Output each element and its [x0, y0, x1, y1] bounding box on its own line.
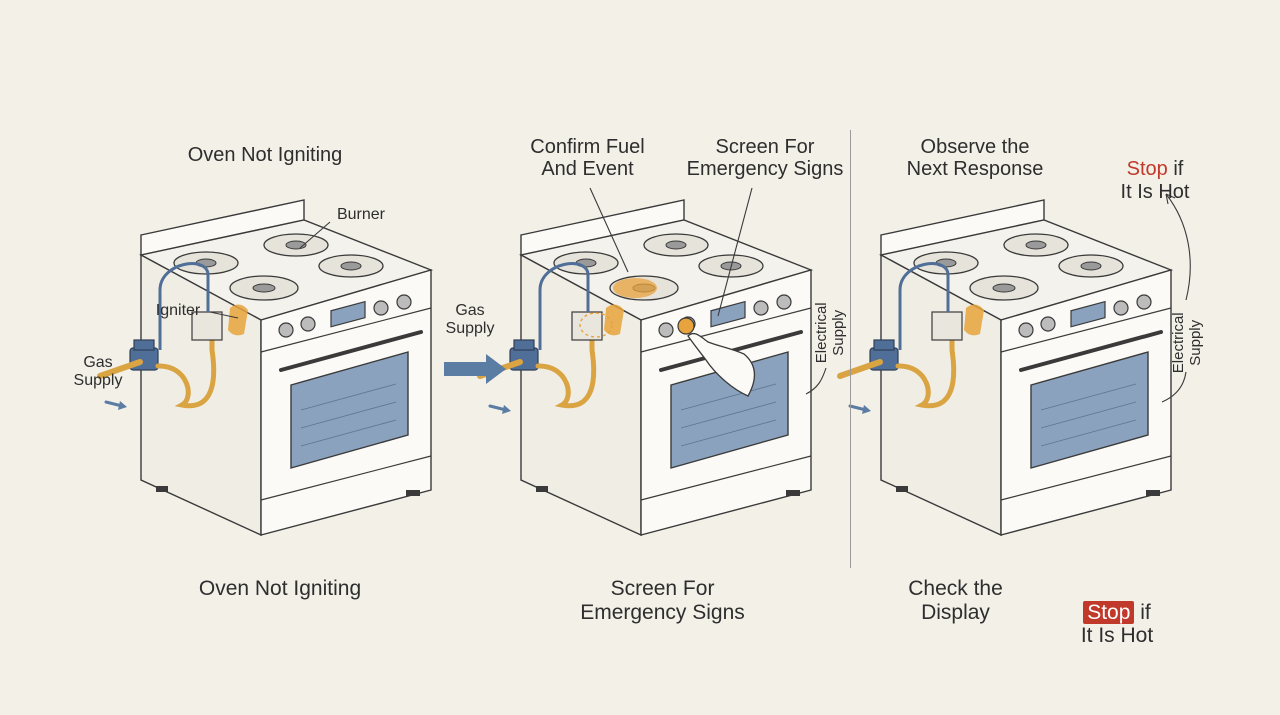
- panel-2-heading-right: Screen For Emergency Signs: [686, 136, 844, 181]
- igniter-spark-icon-1: [228, 304, 248, 336]
- stop-arrow-curve: [1165, 193, 1191, 301]
- panel-divider: [850, 130, 851, 568]
- gas-supply-label: Gas Supply: [73, 354, 123, 389]
- gas-flow-arrowhead-3: [862, 405, 871, 414]
- stove-1: [139, 198, 433, 537]
- pointing-hand-icon: [687, 332, 755, 397]
- stop-badge: Stop: [1083, 600, 1135, 624]
- confirm-fuel-leader: [589, 187, 629, 273]
- burner-leader: [299, 221, 331, 249]
- stop-warning-rest: if It Is Hot: [1120, 158, 1190, 203]
- flame-glow-icon: [613, 278, 657, 298]
- right-arrow-icon: [444, 354, 506, 384]
- panel-2-caption: Screen For Emergency Signs: [580, 577, 745, 624]
- stove-3: [879, 198, 1173, 537]
- gas-flow-arrowhead-1: [118, 401, 127, 410]
- igniter-highlight: [579, 312, 613, 338]
- panel-3-caption-right: Stop if It Is Hot: [1062, 577, 1172, 648]
- panel-1-caption: Oven Not Igniting: [198, 577, 362, 600]
- stove-2: [519, 198, 813, 537]
- stop-badge-rest: if It Is Hot: [1080, 600, 1154, 648]
- panel-3-caption-left: Check the Display: [908, 577, 1003, 624]
- electrical-arrow-2: [805, 367, 827, 395]
- igniter-label: Igniter: [155, 302, 201, 319]
- electrical-arrow-3: [1161, 371, 1187, 403]
- flow-arrow-label: Gas Supply: [445, 302, 495, 337]
- gas-flow-arrowhead-2: [502, 405, 511, 414]
- highlighted-knob: [677, 317, 695, 335]
- panel-2-electrical-label: Electrical Supply: [813, 302, 847, 364]
- stop-arrow-head: [1165, 193, 1176, 205]
- burner-label: Burner: [336, 206, 386, 223]
- igniter-spark-icon-2: [604, 304, 624, 336]
- igniter-leader: [209, 311, 239, 319]
- panel-3-electrical-label: Electrical Supply: [1170, 312, 1204, 374]
- stop-warning-text: Stop: [1126, 158, 1168, 181]
- igniter-spark-icon-3: [964, 304, 984, 336]
- panel-1-heading: Oven Not Igniting: [187, 144, 343, 166]
- panel-2-heading-left: Confirm Fuel And Event: [530, 136, 645, 181]
- panel-3-heading-right: Stop if It Is Hot: [1100, 136, 1210, 203]
- screen-signs-leader: [717, 187, 753, 317]
- panel-3-heading-left: Observe the Next Response: [906, 136, 1044, 181]
